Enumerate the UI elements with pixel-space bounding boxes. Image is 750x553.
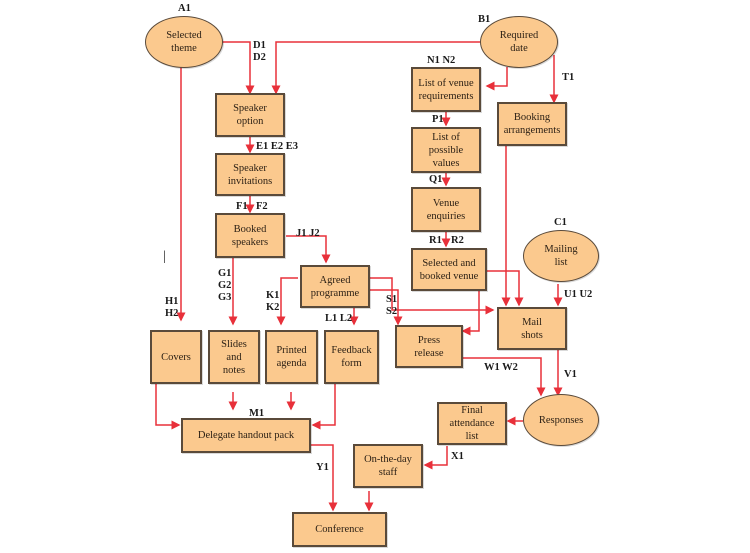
node-feedback-form: Feedback form <box>324 330 379 384</box>
node-agreed-programme: Agreed programme <box>300 265 370 308</box>
label-m1: M1 <box>249 408 265 419</box>
node-text: Mailing list <box>544 244 578 268</box>
node-text: Press release <box>414 334 444 359</box>
node-venue-enquiries: Venue enquiries <box>411 187 481 232</box>
label-p1: P1 <box>432 114 444 125</box>
node-text: Selected theme <box>166 30 202 54</box>
label-b1: B1 <box>478 14 491 25</box>
node-venue-requirements: List of venue requirements <box>411 67 481 112</box>
label-h: H1 H2 <box>165 296 179 319</box>
node-text: On-the-day staff <box>364 454 412 478</box>
label-t1: T1 <box>562 72 575 83</box>
node-mailing-list: Mailing list <box>523 230 599 282</box>
node-possible-values: List of possible values <box>411 127 481 173</box>
label-d: D1 D2 <box>253 40 266 63</box>
node-final-attendance: Final attendance list <box>437 402 507 445</box>
node-responses: Responses <box>523 394 599 446</box>
edge-venue-to-press <box>461 290 480 336</box>
label-u: U1 U2 <box>564 289 593 300</box>
label-k: K1 K2 <box>266 290 280 313</box>
node-speaker-invitations: Speaker invitations <box>215 153 285 196</box>
label-j: J1 J2 <box>296 228 320 239</box>
node-text: Final attendance list <box>449 405 495 442</box>
node-text: Responses <box>538 414 584 426</box>
label-r2: R2 <box>451 235 464 246</box>
label-q1: Q1 <box>429 174 443 185</box>
node-booked-speakers: Booked speakers <box>215 213 285 258</box>
label-x1: X1 <box>451 451 464 462</box>
node-text: Required date <box>499 30 539 54</box>
node-text: Feedback form <box>331 345 372 369</box>
node-text: Delegate handout pack <box>197 430 295 441</box>
label-f2: F2 <box>256 201 268 212</box>
edge-programme-to-press <box>370 289 403 326</box>
node-text: Booked speakers <box>231 223 269 248</box>
label-v1: V1 <box>564 369 577 380</box>
label-y1: Y1 <box>316 462 329 473</box>
edge-press-to-responses <box>463 357 546 397</box>
node-text: Booking arrangements <box>503 112 561 136</box>
edge-pack-to-conference <box>310 444 338 512</box>
node-text: Speaker option <box>233 103 267 127</box>
node-mail-shots: Mail shots <box>497 307 567 350</box>
node-text: List of possible values <box>428 131 464 169</box>
edge-theme-to-speaker-option <box>222 41 255 95</box>
node-text: Covers <box>161 351 191 363</box>
node-text: Selected and booked venue <box>419 257 479 282</box>
node-covers: Covers <box>150 330 202 384</box>
node-required-date: Required date <box>480 16 558 68</box>
text-cursor-mark: | <box>163 249 166 264</box>
label-l: L1 L2 <box>325 313 353 324</box>
node-text: Speaker invitations <box>227 162 273 187</box>
label-a1: A1 <box>178 3 191 14</box>
node-press-release: Press release <box>395 325 463 368</box>
node-text: Slides and notes <box>221 338 247 376</box>
node-printed-agenda: Printed agenda <box>265 330 318 384</box>
node-slides-notes: Slides and notes <box>208 330 260 384</box>
edge-date-to-speaker-option <box>271 41 483 95</box>
edge-programme-to-mailshots <box>370 277 495 315</box>
label-r1: R1 <box>429 235 442 246</box>
label-n: N1 N2 <box>427 55 456 66</box>
node-selected-theme: Selected theme <box>145 16 223 68</box>
label-c1: C1 <box>554 217 567 228</box>
edge-programme-to-agenda <box>276 277 298 326</box>
label-f1: F1 <box>236 201 248 212</box>
node-on-the-day-staff: On-the-day staff <box>353 444 423 488</box>
edge-feedback-to-pack <box>311 384 336 430</box>
node-delegate-pack: Delegate handout pack <box>181 418 311 453</box>
edge-covers-to-pack <box>155 384 181 430</box>
node-conference: Conference <box>292 512 387 547</box>
edge-booked-to-programme <box>286 235 331 264</box>
edge-attendance-to-staff <box>423 446 448 470</box>
node-text: Printed agenda <box>276 345 307 369</box>
label-s: S1 S2 <box>386 294 398 317</box>
edge-date-to-venue-req <box>485 67 508 91</box>
node-text: Mail shots <box>521 316 543 341</box>
label-g: G1 G2 G3 <box>218 268 232 303</box>
node-booking-arrangements: Booking arrangements <box>497 102 567 146</box>
edge-venue-to-mailshots <box>485 270 524 307</box>
node-text: List of venue requirements <box>418 77 474 102</box>
node-text: Conference <box>315 524 364 535</box>
node-text: Agreed programme <box>310 274 360 299</box>
node-selected-venue: Selected and booked venue <box>411 248 487 291</box>
label-e: E1 E2 E3 <box>256 141 299 152</box>
node-text: Venue enquiries <box>426 197 466 222</box>
label-w: W1 W2 <box>484 362 518 373</box>
node-speaker-option: Speaker option <box>215 93 285 137</box>
